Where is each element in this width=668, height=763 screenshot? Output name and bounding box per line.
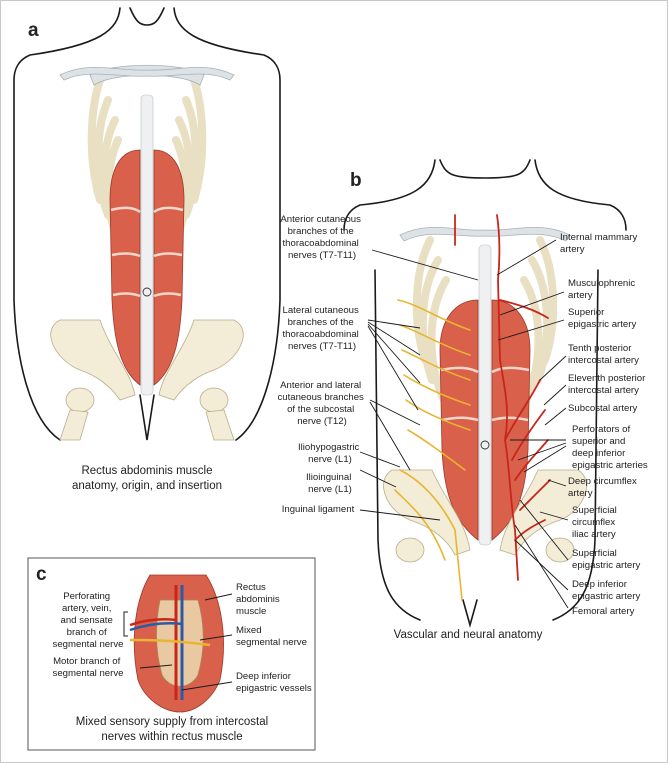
label-deep-inferior-epigastric: Deep inferior epigastric artery: [572, 579, 640, 602]
label-subcostal-artery: Subcostal artery: [568, 403, 638, 414]
label-musculophrenic: Musculophrenic artery: [568, 278, 638, 301]
label-superficial-epigastric: Superficial epigastric artery: [572, 548, 640, 571]
panel-c-caption-1: Mixed sensory supply from intercostal: [76, 716, 268, 728]
body-outline-b: [343, 159, 627, 231]
umbilicus-b: [480, 440, 490, 450]
label-subcostal-nerve: Anterior and lateral cutaneous branches …: [277, 380, 366, 427]
label-ilioinguinal: Ilioinguinal nerve (L1): [306, 472, 354, 495]
leaders-b: [359, 239, 569, 609]
segmental-nerve-c: [129, 638, 211, 647]
pelvis-a: [50, 319, 244, 441]
label-inguinal-ligament: Inguinal ligament: [282, 504, 355, 515]
label-deep-inferior-vessels: Deep inferior epigastric vessels: [236, 671, 312, 694]
panel-a: a: [13, 7, 281, 492]
panel-a-caption-1: Rectus abdominis muscle: [81, 465, 212, 477]
label-anterior-cutaneous: Anterior cutaneous branches of the thora…: [280, 214, 363, 261]
nerves-b: [394, 299, 471, 601]
panel-c-caption-2: nerves within rectus muscle: [101, 731, 242, 743]
rectus-right-a: [153, 149, 185, 386]
linea-alba-b: [478, 244, 492, 546]
label-femoral-artery: Femoral artery: [572, 606, 635, 617]
label-perforating: Perforating artery, vein, and sensate br…: [53, 591, 124, 650]
label-superior-epigastric: Superior epigastric artery: [568, 307, 636, 330]
label-mixed-nerve: Mixed segmental nerve: [236, 625, 307, 648]
rectus-left-b: [439, 299, 479, 541]
label-tenth-posterior: Tenth posterior intercostal artery: [568, 343, 639, 366]
rectus-right-b: [491, 299, 531, 541]
panel-a-caption-2: anatomy, origin, and insertion: [72, 480, 222, 492]
panel-c-letter: c: [36, 564, 47, 585]
panel-a-letter: a: [28, 20, 39, 41]
label-motor-branch: Motor branch of segmental nerve: [53, 656, 124, 679]
label-iliohypogastric: Iliohypogastric nerve (L1): [298, 442, 362, 465]
panel-b: b: [277, 159, 648, 641]
labels-left-b: Anterior cutaneous branches of the thora…: [277, 214, 366, 515]
panel-b-letter: b: [350, 170, 362, 191]
label-eleventh-posterior: Eleventh posterior intercostal artery: [568, 373, 648, 396]
label-perforators: Perforators of superior and deep inferio…: [572, 424, 648, 471]
label-lateral-cutaneous: Lateral cutaneous branches of the thorac…: [283, 305, 362, 352]
label-superficial-circumflex: Superficial circumflex iliac artery: [572, 505, 619, 540]
labels-right-b: Internal mammary artery Musculophrenic a…: [560, 232, 648, 617]
label-internal-mammary: Internal mammary artery: [560, 232, 640, 255]
body-outline-a: [13, 7, 281, 441]
panel-c: c Perforating artery, vein, and sensate …: [27, 557, 316, 751]
umbilicus-a: [142, 287, 152, 297]
rectus-left-a: [109, 149, 141, 386]
label-deep-circumflex: Deep circumflex artery: [568, 476, 639, 499]
label-rectus-c: Rectus abdominis muscle: [236, 582, 282, 617]
ribcage-b: [399, 226, 571, 404]
arteries-b: [454, 214, 551, 581]
linea-alba-a: [140, 94, 154, 396]
panel-b-caption: Vascular and neural anatomy: [394, 629, 543, 641]
